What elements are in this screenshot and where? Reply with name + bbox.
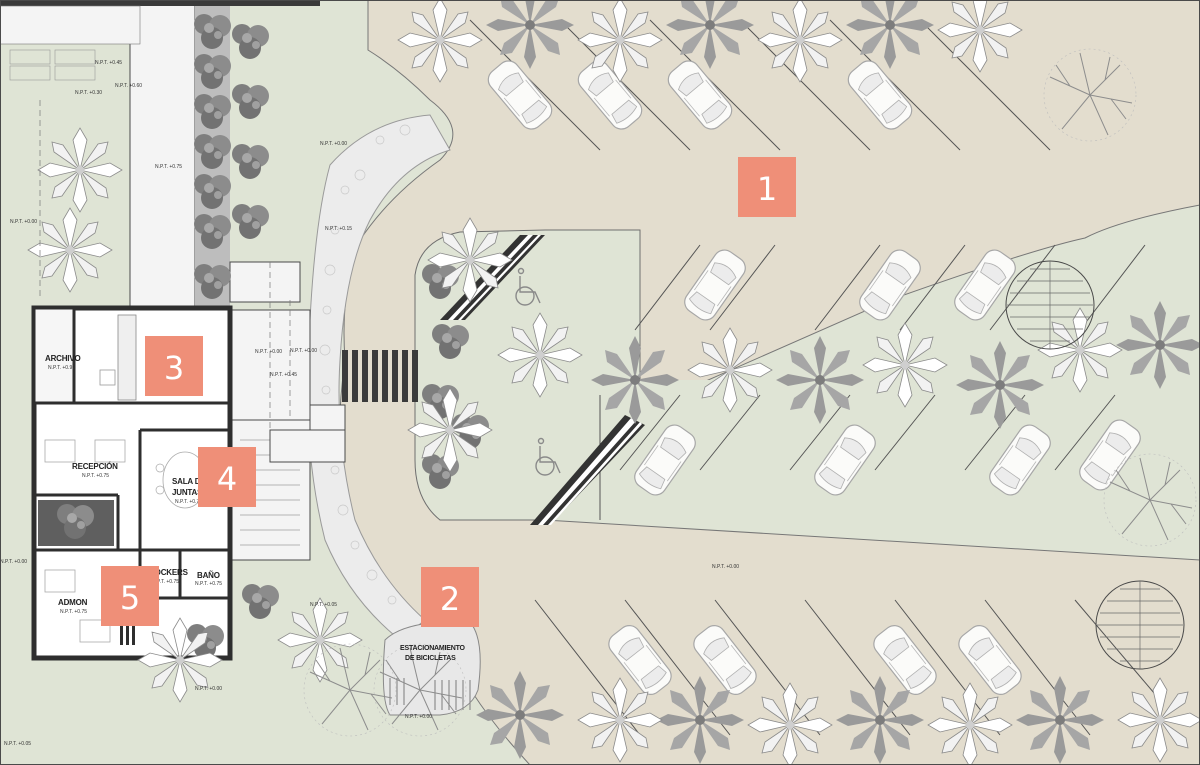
- level-labels: N.P.T. +0.90 N.P.T. +0.75 N.P.T. +0.75 N…: [0, 60, 739, 747]
- room-label-bano: BAÑO: [197, 571, 220, 580]
- level-label: N.P.T. +0.00: [255, 349, 282, 355]
- level-label: N.P.T. +0.15: [325, 226, 352, 232]
- level-label: N.P.T. +0.45: [270, 372, 297, 378]
- zone-markers: 1 2 3 4 5: [101, 157, 796, 627]
- room-label-sala-line2: JUNTAS: [172, 488, 203, 497]
- level-label: N.P.T. +0.60: [115, 83, 142, 89]
- room-labels: ARCHIVO RECEPCIÓN SALA DE JUNTAS LOCKERS…: [45, 354, 466, 662]
- zone-marker-4: 4: [198, 447, 256, 507]
- level-label: N.P.T. +0.45: [95, 60, 122, 66]
- level-label: N.P.T. +0.75: [82, 473, 109, 479]
- level-label: N.P.T. +0.00: [10, 219, 37, 225]
- level-label: N.P.T. +0.90: [48, 365, 75, 371]
- level-label: N.P.T. +0.30: [75, 90, 102, 96]
- room-label-sala-line1: SALA DE: [172, 477, 206, 486]
- level-label: N.P.T. +0.00: [320, 141, 347, 147]
- level-label: N.P.T. +0.75: [175, 499, 202, 505]
- level-label: N.P.T. +0.75: [155, 164, 182, 170]
- room-label-archivo: ARCHIVO: [45, 354, 81, 363]
- pedestrian-crossing: [342, 350, 418, 402]
- zone-marker-2: 2: [421, 567, 479, 627]
- room-label-lockers: LOCKERS: [150, 568, 189, 577]
- level-label: N.P.T. +0.00: [0, 559, 27, 565]
- room-label-bicicletas-line2: DE BICICLETAS: [405, 655, 456, 662]
- parking-stall-lines: [469, 19, 1161, 736]
- zone-marker-3: 3: [145, 336, 203, 396]
- level-label: N.P.T. +0.75: [195, 581, 222, 587]
- svg-text:1: 1: [757, 170, 777, 208]
- level-label: N.P.T. +0.75: [60, 609, 87, 615]
- svg-text:5: 5: [120, 579, 140, 617]
- zone-marker-1: 1: [738, 157, 796, 217]
- zone-marker-5: 5: [101, 566, 159, 626]
- svg-text:2: 2: [440, 580, 460, 618]
- level-label: N.P.T. +0.00: [290, 348, 317, 354]
- bicycle-parking-area: [382, 621, 481, 716]
- wheelchair-icon: [515, 267, 561, 476]
- room-label-recepcion: RECEPCIÓN: [72, 462, 118, 471]
- level-label: N.P.T. +0.00: [405, 714, 432, 720]
- level-label: N.P.T. +0.75: [152, 579, 179, 585]
- room-label-bicicletas-line1: ESTACIONAMIENTO: [400, 645, 466, 652]
- level-label: N.P.T. +0.00: [712, 564, 739, 570]
- svg-text:4: 4: [217, 460, 237, 498]
- level-label: N.P.T. +0.05: [4, 741, 31, 747]
- room-label-admon: ADMON: [58, 598, 88, 607]
- svg-text:3: 3: [164, 349, 184, 387]
- level-label: N.P.T. +0.05: [310, 602, 337, 608]
- level-label: N.P.T. +0.00: [195, 686, 222, 692]
